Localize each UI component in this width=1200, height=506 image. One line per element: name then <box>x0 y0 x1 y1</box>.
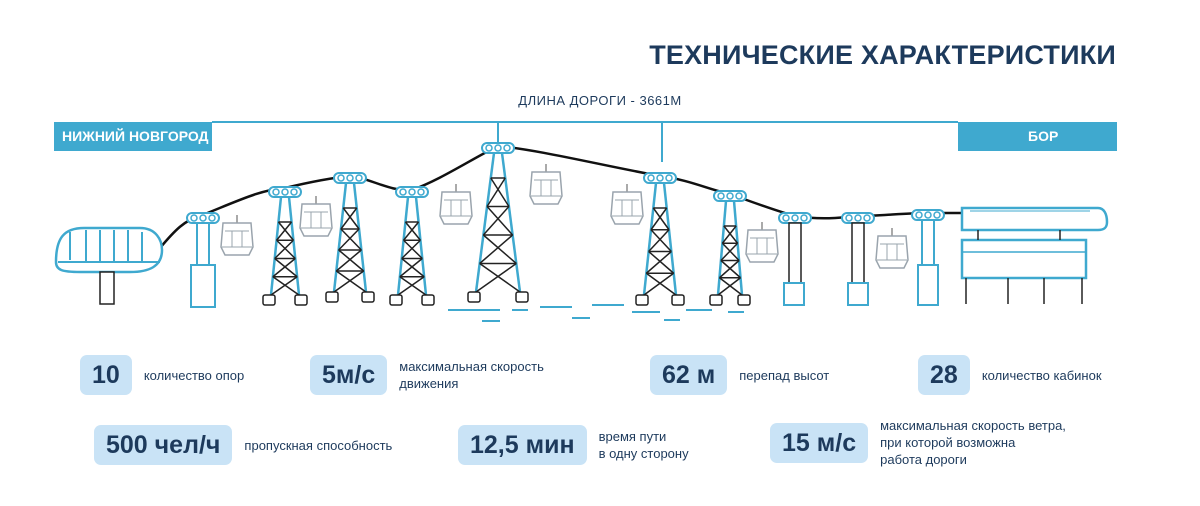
lattice-tower-3 <box>325 172 375 303</box>
stat-max-speed: 5м/с максимальная скорость движения <box>310 355 544 395</box>
stat-elevation-drop: 62 м перепад высот <box>650 355 829 395</box>
lattice-towers <box>262 142 751 306</box>
stat-label: пропускная способность <box>244 437 393 453</box>
stat-cabins: 28 количество кабинок <box>918 355 1102 395</box>
page-title: ТЕХНИЧЕСКИЕ ХАРАКТЕРИСТИКИ <box>649 40 1116 70</box>
right-station-building <box>960 206 1109 304</box>
pylon-1 <box>186 212 220 308</box>
stat-value: 5м/с <box>310 355 388 395</box>
cabin-1 <box>220 214 254 256</box>
cabin-6 <box>745 221 779 263</box>
stat-value: 500 чел/ч <box>94 425 233 465</box>
cabin-3 <box>439 183 473 225</box>
pylon-11 <box>911 209 945 306</box>
river-lines <box>448 304 744 322</box>
stat-value: 12,5 мин <box>458 425 587 465</box>
stat-value: 10 <box>80 355 132 395</box>
stat-value: 28 <box>918 355 970 395</box>
lattice-tower-6 <box>635 172 685 306</box>
station-label-bor: БОР <box>958 122 1117 151</box>
route-length-label: ДЛИНА ДОРОГИ - 3661М <box>518 93 682 108</box>
stat-label: время пути в одну сторону <box>598 429 689 461</box>
stat-label: количество кабинок <box>981 367 1102 383</box>
stat-label: максимальная скорость ветра, при которой… <box>880 418 1066 467</box>
stat-label: максимальная скорость движения <box>399 359 544 391</box>
lattice-tower-7 <box>709 190 751 306</box>
pylon-9 <box>778 212 812 306</box>
stat-travel-time: 12,5 мин время пути в одну сторону <box>458 425 689 465</box>
station-label-nizhny-novgorod: НИЖНИЙ НОВГОРОД <box>54 122 212 151</box>
lattice-tower-5 <box>467 142 529 303</box>
lattice-tower-4 <box>389 186 435 306</box>
stat-supports: 10 количество опор <box>80 355 244 395</box>
lattice-tower-2 <box>262 186 308 306</box>
cabin-2 <box>299 195 333 237</box>
stat-max-wind: 15 м/с максимальная скорость ветра, при … <box>770 417 1066 468</box>
stat-label: перепад высот <box>739 367 830 383</box>
stat-label: количество опор <box>143 367 245 383</box>
left-station-building <box>54 226 164 305</box>
stat-value: 15 м/с <box>770 422 869 463</box>
stat-value: 62 м <box>650 355 728 395</box>
cabin-7 <box>875 227 909 269</box>
stat-capacity: 500 чел/ч пропускная способность <box>94 425 392 465</box>
cabin-4 <box>529 163 563 205</box>
pylon-10 <box>841 212 875 306</box>
cabin-5 <box>610 183 644 225</box>
